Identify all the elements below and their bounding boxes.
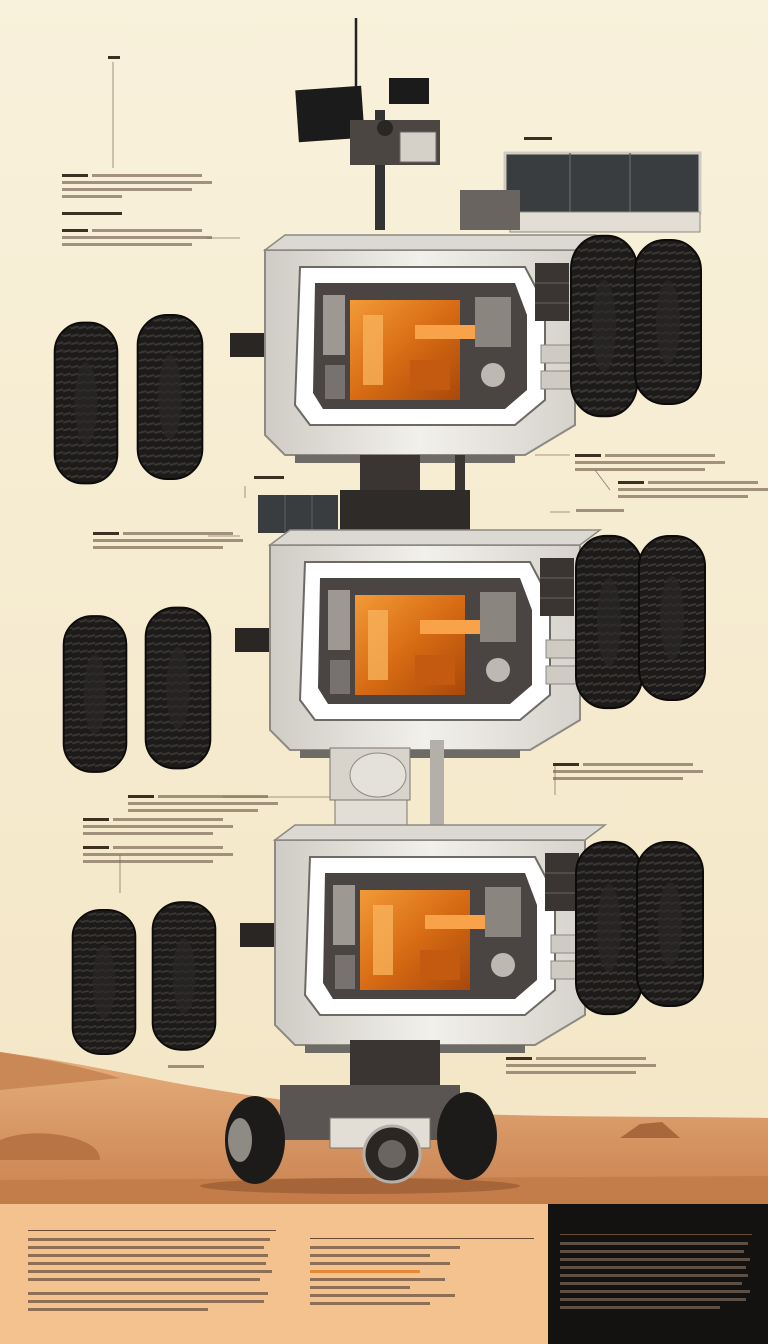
divider xyxy=(560,1234,752,1235)
text-line xyxy=(28,1292,268,1295)
text-line xyxy=(310,1302,430,1305)
tire-icon xyxy=(225,1092,497,1184)
text-line xyxy=(560,1258,750,1261)
text-line xyxy=(310,1286,410,1289)
footer-info-panels xyxy=(0,1204,768,1344)
text-line xyxy=(28,1238,270,1241)
rover-base-chassis xyxy=(225,1040,497,1184)
text-line xyxy=(310,1254,430,1257)
divider xyxy=(310,1238,534,1239)
solar-panel-icon xyxy=(460,151,702,233)
text-line xyxy=(560,1242,748,1245)
text-line xyxy=(310,1294,455,1297)
text-line xyxy=(310,1262,450,1265)
footer-panel-left xyxy=(0,1204,290,1344)
rock-icon xyxy=(620,1122,680,1138)
rock-icon xyxy=(0,1133,100,1160)
text-line xyxy=(28,1300,264,1303)
text-line xyxy=(560,1274,748,1277)
annotation-text-blocks xyxy=(62,56,768,1074)
text-line xyxy=(560,1282,742,1285)
footer-panel-right xyxy=(548,1204,768,1344)
text-line xyxy=(560,1250,744,1253)
solar-panel-icon xyxy=(258,495,338,533)
text-line xyxy=(28,1270,272,1273)
text-line xyxy=(560,1290,750,1293)
spec-bar xyxy=(310,1270,420,1273)
text-line xyxy=(28,1308,208,1311)
text-line xyxy=(560,1266,746,1269)
antenna-icon xyxy=(295,18,440,230)
text-line xyxy=(310,1278,445,1281)
divider xyxy=(28,1230,276,1231)
text-line xyxy=(310,1246,460,1249)
text-line xyxy=(560,1306,720,1309)
footer-panel-middle xyxy=(290,1204,548,1344)
text-line xyxy=(28,1246,264,1249)
text-line xyxy=(28,1262,266,1265)
text-line xyxy=(28,1278,260,1281)
text-line xyxy=(560,1298,746,1301)
text-line xyxy=(28,1254,268,1257)
